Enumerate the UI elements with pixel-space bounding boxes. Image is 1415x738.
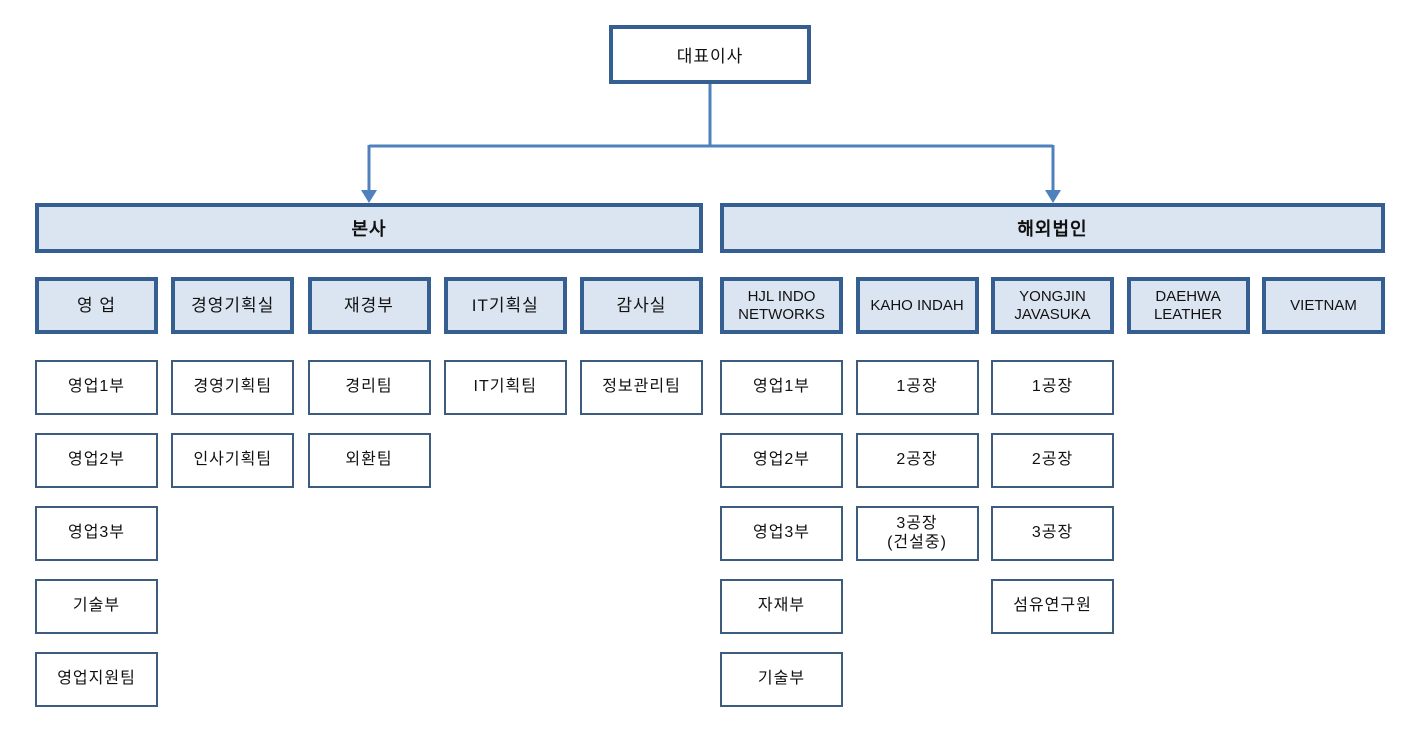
group-header-overseas: 해외법인 (720, 203, 1385, 253)
team-box: 2공장 (991, 433, 1114, 488)
team-box: 기술부 (720, 652, 843, 707)
team-box: 영업3부 (720, 506, 843, 561)
team-box: 2공장 (855, 433, 979, 488)
group-overseas: 해외법인 HJL INDO NETWORKS 영업1부 영업2부 영업3부 자재… (720, 203, 1385, 707)
arrow-down-icon (1045, 190, 1061, 203)
arrow-down-icon (361, 190, 377, 203)
leaf-list: IT기획팀 (443, 360, 567, 415)
leaf-list: 경리팀 외환팀 (307, 360, 431, 488)
column-yongjin-javasuka: YONGJIN JAVASUKA 1공장 2공장 3공장 섬유연구원 (991, 277, 1114, 707)
group-header-headquarters: 본사 (35, 203, 703, 253)
column-hjl-indo-networks: HJL INDO NETWORKS 영업1부 영업2부 영업3부 자재부 기술부 (720, 277, 843, 707)
team-box: 영업2부 (35, 433, 158, 488)
column-management-planning: 경영기획실 경영기획팀 인사기획팀 (171, 277, 295, 707)
leaf-list: 경영기획팀 인사기획팀 (171, 360, 295, 488)
team-box: 1공장 (991, 360, 1114, 415)
column-audit: 감사실 정보관리팀 (580, 277, 703, 707)
connector-lines (361, 84, 1061, 203)
column-vietnam: VIETNAM (1262, 277, 1385, 707)
team-box: 1공장 (855, 360, 979, 415)
leaf-list: 정보관리팀 (580, 360, 703, 415)
leaf-list: 1공장 2공장 3공장 섬유연구원 (991, 360, 1114, 634)
dept-box-vietnam: VIETNAM (1262, 277, 1385, 334)
team-box: 영업3부 (35, 506, 158, 561)
team-box: 외환팀 (307, 433, 431, 488)
group-headquarters: 본사 영 업 영업1부 영업2부 영업3부 기술부 영업지원팀 경영기획실 경영… (35, 203, 703, 707)
column-sales: 영 업 영업1부 영업2부 영업3부 기술부 영업지원팀 (35, 277, 158, 707)
dept-box-daehwa-leather: DAEHWA LEATHER (1126, 277, 1250, 334)
dept-box-kaho-indah: KAHO INDAH (855, 277, 979, 334)
team-box: 자재부 (720, 579, 843, 634)
team-box: 영업1부 (720, 360, 843, 415)
team-box: 경리팀 (307, 360, 431, 415)
dept-box-it-planning: IT기획실 (443, 277, 567, 334)
column-daehwa-leather: DAEHWA LEATHER (1126, 277, 1250, 707)
team-box: 영업2부 (720, 433, 843, 488)
column-kaho-indah: KAHO INDAH 1공장 2공장 3공장 (건설중) (855, 277, 979, 707)
dept-box-sales: 영 업 (35, 277, 158, 334)
team-box: 경영기획팀 (171, 360, 295, 415)
leaf-list: 1공장 2공장 3공장 (건설중) (855, 360, 979, 561)
team-box: IT기획팀 (443, 360, 567, 415)
team-box: 영업1부 (35, 360, 158, 415)
team-box: 영업지원팀 (35, 652, 158, 707)
dept-box-hjl-indo-networks: HJL INDO NETWORKS (720, 277, 843, 334)
column-it-planning: IT기획실 IT기획팀 (443, 277, 567, 707)
team-box: 3공장 (건설중) (855, 506, 979, 561)
team-box: 인사기획팀 (171, 433, 295, 488)
overseas-columns: HJL INDO NETWORKS 영업1부 영업2부 영업3부 자재부 기술부… (720, 277, 1385, 707)
leaf-list: 영업1부 영업2부 영업3부 자재부 기술부 (720, 360, 843, 707)
dept-box-yongjin-javasuka: YONGJIN JAVASUKA (991, 277, 1114, 334)
team-box: 기술부 (35, 579, 158, 634)
dept-box-finance: 재경부 (307, 277, 431, 334)
column-finance: 재경부 경리팀 외환팀 (307, 277, 431, 707)
team-box: 섬유연구원 (991, 579, 1114, 634)
dept-box-audit: 감사실 (580, 277, 703, 334)
team-box: 3공장 (991, 506, 1114, 561)
team-box: 정보관리팀 (580, 360, 703, 415)
leaf-list: 영업1부 영업2부 영업3부 기술부 영업지원팀 (35, 360, 158, 707)
dept-box-management-planning: 경영기획실 (171, 277, 295, 334)
ceo-box: 대표이사 (609, 25, 811, 84)
headquarters-columns: 영 업 영업1부 영업2부 영업3부 기술부 영업지원팀 경영기획실 경영기획팀… (35, 277, 703, 707)
